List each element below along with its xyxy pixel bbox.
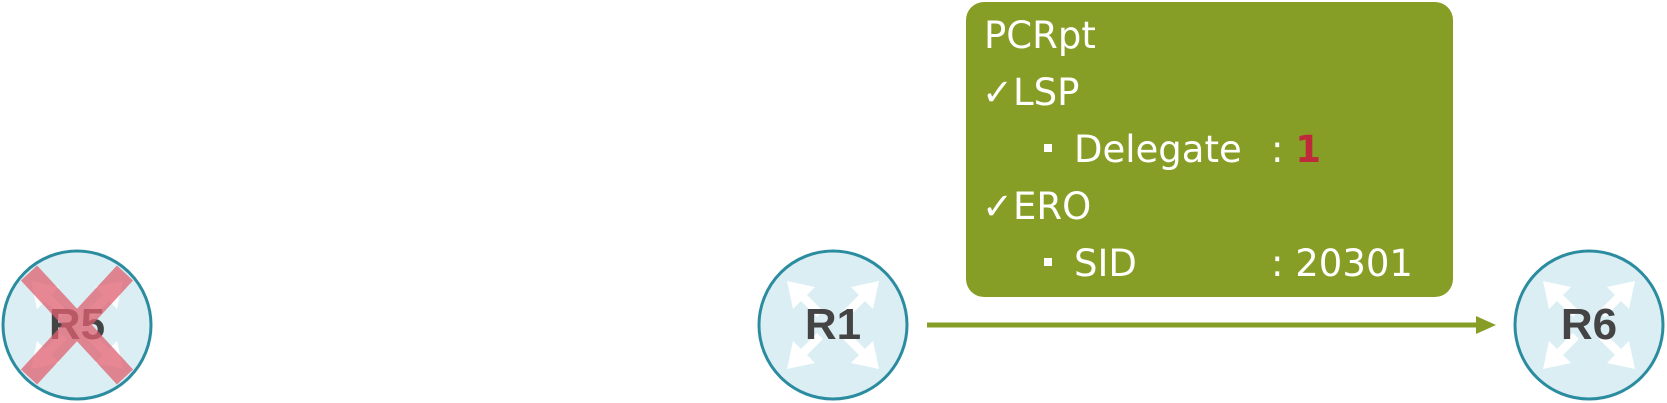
arrowhead-icon <box>1476 316 1496 334</box>
field-sid-value: 20301 <box>1295 242 1413 285</box>
field-delegate-value-group: : 1 <box>1271 128 1321 172</box>
object-lsp: ✓LSP <box>982 71 1079 115</box>
router-r6: R6 <box>1513 249 1665 401</box>
field-separator: : <box>1271 242 1284 285</box>
pcrpt-message-box: PCRpt ✓LSP Delegate : 1 ✓ERO SID : 20301 <box>966 2 1453 297</box>
router-r5: R5 <box>1 249 153 401</box>
message-title: PCRpt <box>984 14 1096 57</box>
field-delegate-name: Delegate <box>1074 128 1242 171</box>
check-icon: ✓ <box>982 71 1014 114</box>
router-r6-label: R6 <box>1561 300 1617 349</box>
check-icon: ✓ <box>982 185 1014 228</box>
field-sid-value-group: : 20301 <box>1271 242 1413 286</box>
router-r1-label: R1 <box>805 300 861 349</box>
bullet-icon <box>1044 257 1052 266</box>
field-sid: SID <box>1044 242 1137 286</box>
object-lsp-name: LSP <box>1013 71 1080 114</box>
failure-x-icon <box>20 265 134 385</box>
field-delegate-value: 1 <box>1295 128 1321 171</box>
message-arrow <box>927 316 1496 334</box>
object-ero: ✓ERO <box>982 185 1091 229</box>
bullet-icon <box>1044 143 1052 152</box>
router-r1: R1 <box>757 249 909 401</box>
object-ero-name: ERO <box>1013 185 1092 228</box>
field-sid-name: SID <box>1074 242 1137 285</box>
field-delegate: Delegate <box>1044 128 1242 172</box>
field-separator: : <box>1271 128 1284 171</box>
